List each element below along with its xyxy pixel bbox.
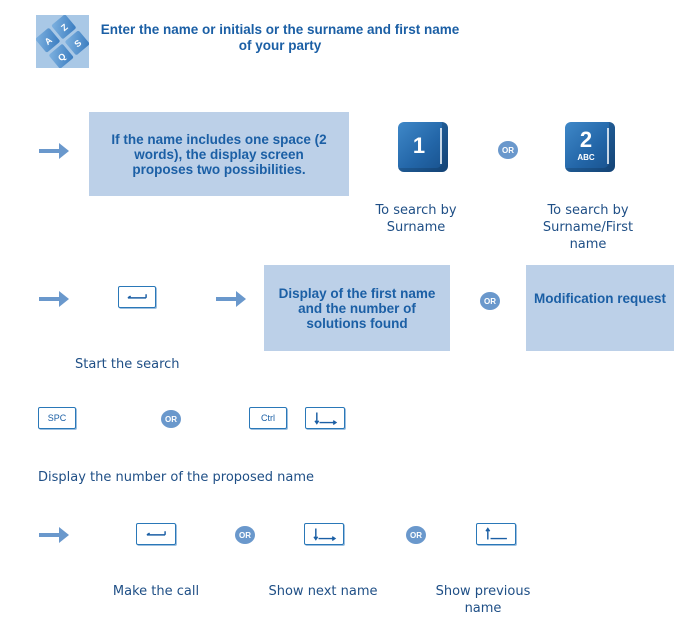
caption-display-number: Display the number of the proposed name xyxy=(38,470,315,485)
key-gloss xyxy=(440,128,442,164)
up-arrow-key-icon[interactable] xyxy=(476,523,516,545)
or-badge: OR xyxy=(498,141,518,159)
ctrl-key[interactable]: Ctrl xyxy=(249,407,287,429)
key-letter-q: Q xyxy=(56,51,68,63)
caption-show-previous: Show previous name xyxy=(435,584,531,616)
down-arrow-key-icon[interactable] xyxy=(304,523,344,545)
right-arrow-icon xyxy=(37,288,71,310)
digit-label: 1 xyxy=(412,133,426,158)
key-letter-z: Z xyxy=(59,22,70,34)
enter-key-icon[interactable] xyxy=(118,286,156,308)
caption-search-surname: To search by Surname xyxy=(375,203,457,235)
key-gloss xyxy=(607,128,609,164)
key-letter-s: S xyxy=(72,38,83,50)
info-box-modification-request: Modification request xyxy=(526,265,674,351)
digit-label: 2 xyxy=(579,127,593,152)
info-box-two-words: If the name includes one space (2 words)… xyxy=(89,112,349,196)
caption-show-next: Show next name xyxy=(268,584,378,599)
intro-instruction: Enter the name or initials or the surnam… xyxy=(100,22,460,53)
caption-start-search: Start the search xyxy=(75,357,180,372)
or-badge: OR xyxy=(235,526,255,544)
right-arrow-icon xyxy=(37,140,71,162)
alphabetic-keyboard-icon: A Z Q S xyxy=(35,14,90,69)
caption-search-surname-first: To search by Surname/First name xyxy=(542,203,634,252)
down-arrow-key-icon[interactable] xyxy=(305,407,345,429)
right-arrow-icon xyxy=(214,288,248,310)
or-badge: OR xyxy=(406,526,426,544)
key-letter-a: A xyxy=(43,35,55,47)
or-badge: OR xyxy=(480,292,500,310)
digit-1-key[interactable]: 1 xyxy=(398,122,448,172)
caption-make-call: Make the call xyxy=(112,584,200,599)
digit-2-key[interactable]: 2 ABC xyxy=(565,122,615,172)
or-badge: OR xyxy=(161,410,181,428)
key-letters: ABC xyxy=(577,153,595,162)
info-box-first-name-solutions: Display of the first name and the number… xyxy=(264,265,450,351)
enter-key-icon[interactable] xyxy=(136,523,176,545)
right-arrow-icon xyxy=(37,524,71,546)
spc-key[interactable]: SPC xyxy=(38,407,76,429)
